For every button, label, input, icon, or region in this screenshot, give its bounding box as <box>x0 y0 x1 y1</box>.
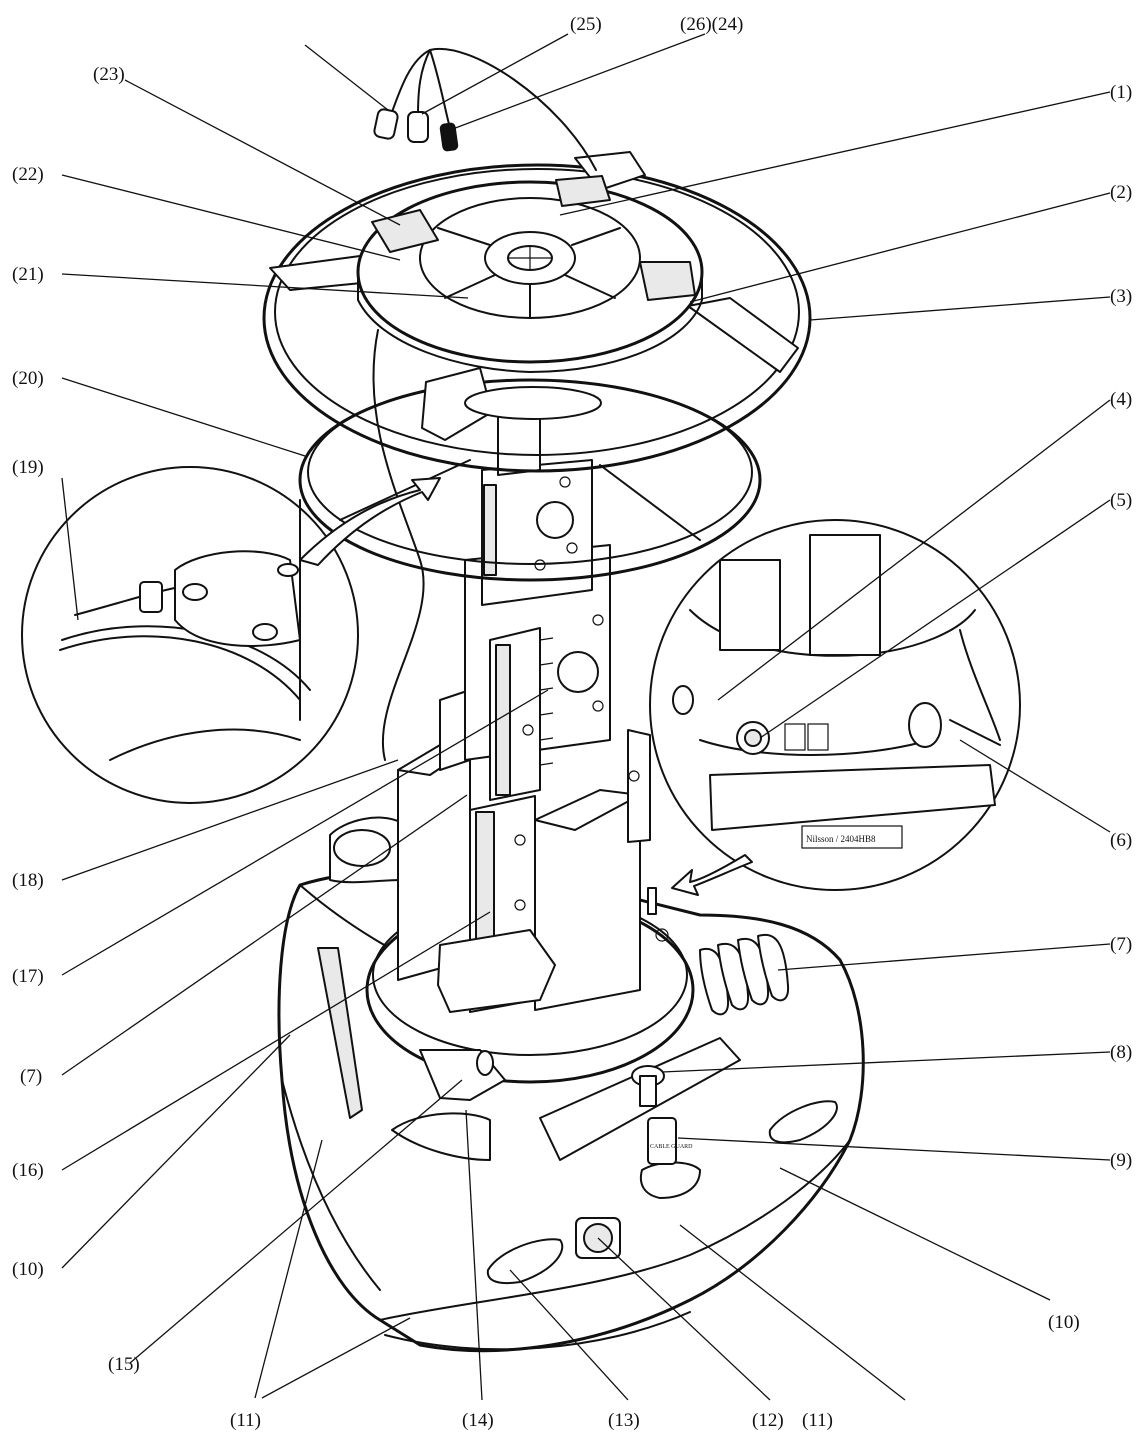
callout-10-right: (10) <box>1048 1312 1080 1333</box>
cable-harness <box>372 47 597 761</box>
callout-15: (15) <box>108 1354 140 1375</box>
callout-11-right: (11) <box>802 1410 833 1431</box>
callout-1: (1) <box>1110 82 1132 103</box>
detail-bubble-left <box>21 466 441 804</box>
vent-slats <box>699 933 790 1016</box>
callout-18: (18) <box>12 870 44 891</box>
callout-2: (2) <box>1110 182 1132 203</box>
callout-12: (12) <box>752 1410 784 1431</box>
leader-lines <box>61 33 1111 1401</box>
callout-8: (8) <box>1110 1042 1132 1063</box>
callout-4: (4) <box>1110 389 1132 410</box>
callout-7-right: (7) <box>1110 934 1132 955</box>
callout-14: (14) <box>462 1410 494 1431</box>
height-scale <box>539 637 554 766</box>
column-upper <box>481 389 593 606</box>
callout-19: (19) <box>12 457 44 478</box>
callout-23: (23) <box>93 64 125 85</box>
callout-6: (6) <box>1110 830 1132 851</box>
callout-3: (3) <box>1110 286 1132 307</box>
callout-11-left: (11) <box>230 1410 261 1431</box>
callout-13: (13) <box>608 1410 640 1431</box>
callout-16: (16) <box>12 1160 44 1181</box>
callout-26-24: (26)(24) <box>680 14 743 35</box>
callout-21: (21) <box>12 264 44 285</box>
model-plate-sticker: Nilsson / 2404HB8 <box>806 834 876 844</box>
callout-5: (5) <box>1110 490 1132 511</box>
callout-10-left: (10) <box>12 1259 44 1280</box>
callout-labels: (25) (26)(24) (23) (1) (22) (2) (21) (3)… <box>12 14 1132 1431</box>
callout-7-left: (7) <box>20 1066 42 1087</box>
top-ring <box>262 151 812 473</box>
column-lower <box>397 689 669 1013</box>
callout-25: (25) <box>570 14 602 35</box>
top-plate <box>356 175 704 373</box>
callout-22: (22) <box>12 164 44 185</box>
cable-guard-sticker: CABLE GUARD <box>650 1144 693 1150</box>
lower-support-ring <box>298 378 762 582</box>
battery-pocket <box>329 816 401 884</box>
detail-bubble-right: Nilsson / 2404HB8 <box>649 519 1021 896</box>
callout-20: (20) <box>12 368 44 389</box>
callout-9: (9) <box>1110 1150 1132 1171</box>
callout-17: (17) <box>12 966 44 987</box>
